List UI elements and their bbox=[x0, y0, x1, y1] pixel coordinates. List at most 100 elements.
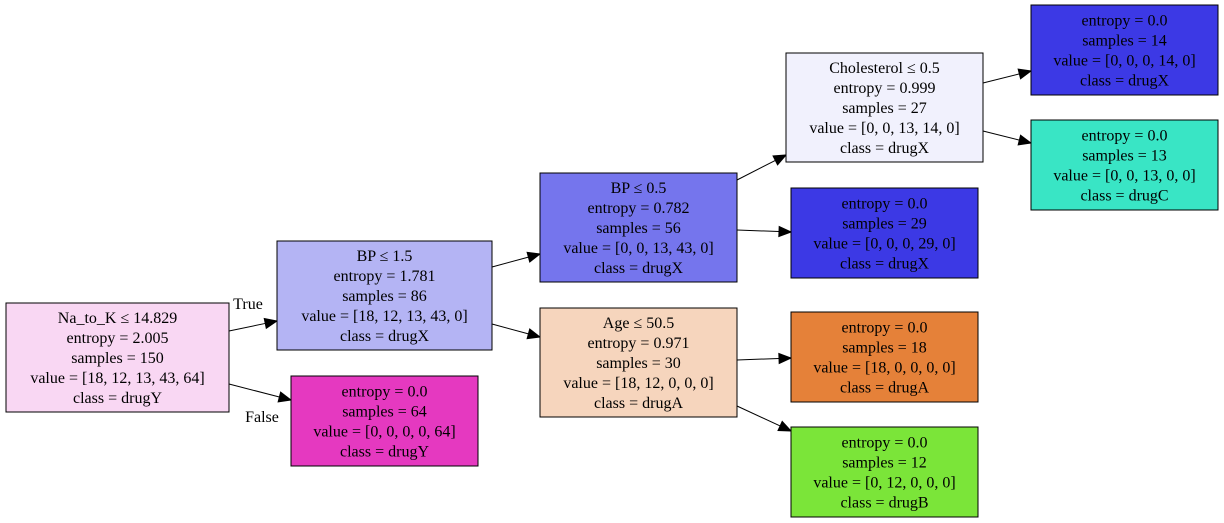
edge-line bbox=[736, 160, 776, 181]
node-line: entropy = 0.971 bbox=[588, 335, 690, 352]
edge-n5-to-n10 bbox=[982, 130, 1033, 146]
node-line: Cholesterol ≤ 0.5 bbox=[829, 60, 940, 77]
arrowhead-icon bbox=[777, 420, 793, 432]
node-line: value = [18, 12, 0, 0, 0] bbox=[563, 375, 713, 392]
node-line: value = [0, 0, 13, 43, 0] bbox=[563, 240, 713, 257]
node-line: samples = 29 bbox=[842, 216, 927, 233]
tree-node-n2: entropy = 0.0 samples = 64 value = [0, 0, … bbox=[290, 375, 479, 467]
node-line: class = drugX bbox=[340, 328, 429, 345]
edge-n1-to-n3 bbox=[491, 251, 542, 268]
node-line: entropy = 0.0 bbox=[842, 320, 928, 337]
tree-node-n10: entropy = 0.0 samples = 13 value = [0, 0, … bbox=[1030, 119, 1219, 211]
node-box bbox=[276, 240, 493, 351]
tree-node-n6: entropy = 0.0 samples = 29 value = [0, 0, … bbox=[790, 187, 979, 279]
node-line: samples = 18 bbox=[842, 340, 927, 357]
edge-n4-to-n7 bbox=[736, 352, 793, 365]
node-line: class = drugX bbox=[840, 140, 929, 157]
edge-line bbox=[491, 323, 529, 335]
node-line: samples = 64 bbox=[342, 404, 427, 421]
node-line: entropy = 0.0 bbox=[342, 384, 428, 401]
node-box bbox=[539, 307, 738, 418]
arrowhead-icon bbox=[277, 391, 293, 403]
node-line: samples = 14 bbox=[1082, 33, 1167, 50]
node-line: samples = 150 bbox=[71, 350, 164, 367]
node-line: class = drugY bbox=[340, 444, 429, 461]
node-line: Age ≤ 50.5 bbox=[603, 315, 674, 332]
arrowhead-icon bbox=[778, 225, 793, 238]
node-line: class = drugA bbox=[594, 395, 683, 412]
tree-node-n8: entropy = 0.0 samples = 12 value = [0, 12,… bbox=[790, 426, 979, 518]
node-line: class = drugC bbox=[1080, 188, 1168, 205]
node-line: entropy = 1.781 bbox=[334, 268, 436, 285]
arrowhead-icon bbox=[526, 251, 542, 263]
node-line: class = drugX bbox=[1080, 73, 1169, 90]
node-line: Na_to_K ≤ 14.829 bbox=[58, 310, 177, 327]
node-line: entropy = 0.0 bbox=[842, 196, 928, 213]
node-line: value = [18, 0, 0, 0, 0] bbox=[813, 360, 955, 377]
node-box bbox=[1030, 119, 1219, 211]
node-line: value = [0, 0, 0, 0, 64] bbox=[313, 424, 455, 441]
tree-node-root: Na_to_K ≤ 14.829 entropy = 2.005 samples =… bbox=[5, 302, 230, 413]
node-box bbox=[790, 187, 979, 279]
node-box bbox=[1030, 4, 1219, 96]
node-box bbox=[790, 426, 979, 518]
node-line: entropy = 0.0 bbox=[1082, 128, 1168, 145]
node-line: class = drugB bbox=[840, 495, 928, 512]
node-line: value = [18, 12, 13, 43, 64] bbox=[30, 370, 204, 387]
edge-line bbox=[982, 130, 1020, 141]
arrowhead-icon bbox=[1017, 68, 1033, 80]
edge-n3-to-n6 bbox=[736, 225, 793, 238]
node-line: entropy = 0.0 bbox=[842, 435, 928, 452]
node-line: entropy = 0.999 bbox=[834, 80, 936, 97]
arrowhead-icon bbox=[526, 328, 542, 340]
node-line: BP ≤ 1.5 bbox=[357, 248, 413, 265]
edge-line bbox=[228, 322, 266, 332]
node-line: value = [0, 12, 0, 0, 0] bbox=[813, 475, 955, 492]
arrowhead-icon bbox=[1017, 134, 1033, 146]
node-box bbox=[539, 172, 738, 283]
node-line: samples = 56 bbox=[596, 220, 681, 237]
edge-root-to-n1: True bbox=[228, 296, 279, 332]
node-line: value = [18, 12, 13, 43, 0] bbox=[301, 308, 467, 325]
node-line: samples = 86 bbox=[342, 288, 427, 305]
node-line: entropy = 2.005 bbox=[67, 330, 169, 347]
edge-label-false: False bbox=[245, 409, 279, 426]
edge-n1-to-n4 bbox=[491, 323, 542, 340]
edge-label-true: True bbox=[233, 296, 263, 313]
node-line: class = drugA bbox=[840, 380, 929, 397]
tree-node-n1: BP ≤ 1.5 entropy = 1.781 samples = 86 value… bbox=[276, 240, 493, 351]
node-line: value = [0, 0, 0, 29, 0] bbox=[813, 236, 955, 253]
node-line: value = [0, 0, 0, 14, 0] bbox=[1053, 53, 1195, 70]
node-box bbox=[790, 311, 979, 403]
nodes-layer: Na_to_K ≤ 14.829 entropy = 2.005 samples =… bbox=[5, 4, 1219, 518]
node-line: samples = 12 bbox=[842, 455, 927, 472]
edge-line bbox=[736, 405, 781, 427]
node-line: class = drugY bbox=[73, 390, 162, 407]
node-line: class = drugX bbox=[840, 256, 929, 273]
node-line: samples = 27 bbox=[842, 100, 927, 117]
node-line: value = [0, 0, 13, 0, 0] bbox=[1053, 168, 1195, 185]
edge-line bbox=[228, 383, 280, 398]
edge-line bbox=[982, 73, 1020, 84]
arrowhead-icon bbox=[778, 352, 793, 365]
arrowhead-icon bbox=[772, 154, 788, 166]
node-line: samples = 13 bbox=[1082, 148, 1167, 165]
node-box bbox=[290, 375, 479, 467]
edge-n5-to-n9 bbox=[982, 68, 1033, 84]
edge-root-to-n2: False bbox=[228, 383, 293, 426]
edge-line bbox=[736, 229, 780, 233]
tree-node-n7: entropy = 0.0 samples = 18 value = [18, 0,… bbox=[790, 311, 979, 403]
node-line: value = [0, 0, 13, 14, 0] bbox=[809, 120, 959, 137]
edge-line bbox=[736, 357, 780, 361]
edge-n4-to-n8 bbox=[736, 405, 793, 432]
node-line: class = drugX bbox=[594, 260, 683, 277]
node-line: BP ≤ 0.5 bbox=[611, 180, 667, 197]
node-line: samples = 30 bbox=[596, 355, 681, 372]
arrowhead-icon bbox=[263, 317, 279, 330]
node-box bbox=[785, 52, 984, 163]
edge-n3-to-n5 bbox=[736, 154, 788, 181]
